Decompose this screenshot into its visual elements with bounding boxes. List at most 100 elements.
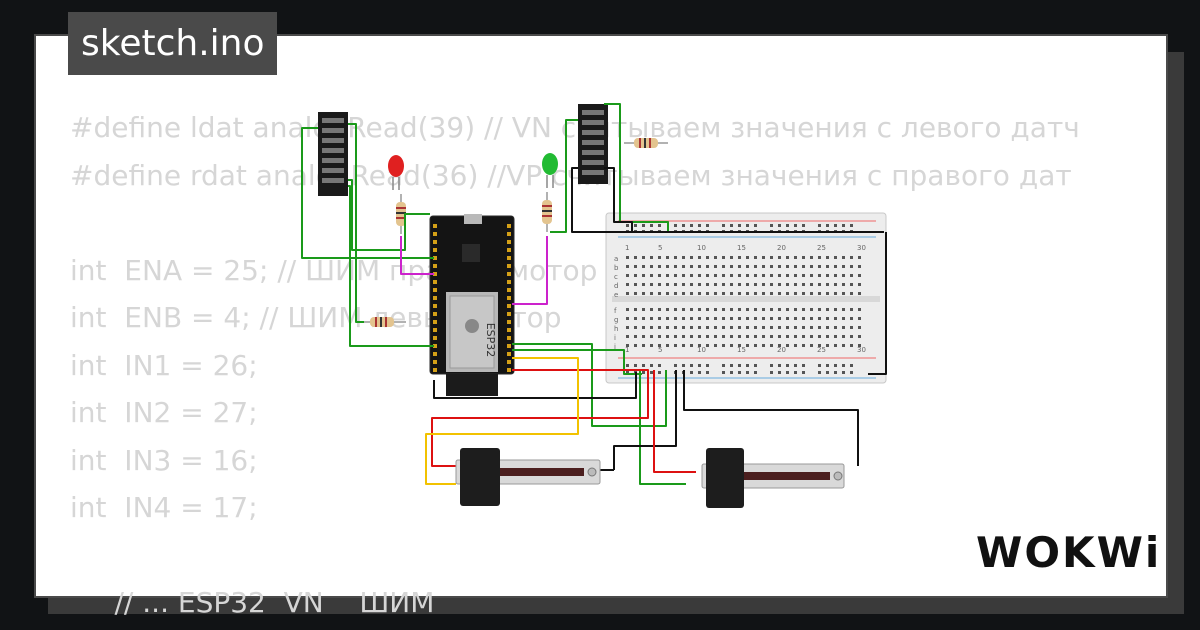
breadboard-hole xyxy=(802,274,805,277)
breadboard-hole xyxy=(658,308,661,311)
breadboard-hole xyxy=(738,274,741,277)
breadboard-hole xyxy=(706,317,709,320)
rail-hole xyxy=(690,371,693,374)
breadboard-hole xyxy=(786,292,789,295)
breadboard-hole xyxy=(714,283,717,286)
breadboard-hole xyxy=(626,344,629,347)
breadboard-hole xyxy=(738,344,741,347)
column-number: 20 xyxy=(777,244,786,252)
breadboard-hole xyxy=(690,308,693,311)
breadboard-hole xyxy=(754,292,757,295)
resistor-left[interactable] xyxy=(360,317,406,327)
rail-hole xyxy=(706,224,709,227)
breadboard-hole xyxy=(738,283,741,286)
breadboard-hole xyxy=(858,326,861,329)
breadboard-hole xyxy=(642,335,645,338)
breadboard-hole xyxy=(714,256,717,259)
breadboard-hole xyxy=(850,326,853,329)
slider-knob[interactable] xyxy=(460,448,500,506)
breadboard-hole xyxy=(770,344,773,347)
breadboard-hole xyxy=(666,265,669,268)
breadboard-hole xyxy=(730,335,733,338)
slider-knob[interactable] xyxy=(706,448,744,508)
ir-sensor-right[interactable] xyxy=(578,104,608,184)
breadboard-hole xyxy=(810,317,813,320)
rail-hole xyxy=(802,224,805,227)
breadboard-hole xyxy=(642,283,645,286)
slide-potentiometer-left[interactable] xyxy=(455,448,601,506)
breadboard-hole xyxy=(674,292,677,295)
breadboard-hole xyxy=(698,344,701,347)
rail-hole xyxy=(658,371,661,374)
breadboard-hole xyxy=(738,292,741,295)
breadboard-hole xyxy=(810,326,813,329)
rail-hole xyxy=(778,371,781,374)
breadboard-hole xyxy=(714,292,717,295)
breadboard-hole xyxy=(794,265,797,268)
breadboard-hole xyxy=(738,335,741,338)
breadboard-hole xyxy=(682,283,685,286)
breadboard-hole xyxy=(674,256,677,259)
header-pin xyxy=(433,312,437,316)
breadboard-hole xyxy=(858,317,861,320)
rail-hole xyxy=(842,371,845,374)
resistor-right-sensor[interactable] xyxy=(624,138,668,148)
rail-hole xyxy=(730,364,733,367)
breadboard-hole xyxy=(666,274,669,277)
rail-hole xyxy=(722,364,725,367)
breadboard-hole xyxy=(626,292,629,295)
breadboard-hole xyxy=(658,326,661,329)
slide-potentiometer-right[interactable] xyxy=(701,448,845,508)
breadboard-hole xyxy=(778,265,781,268)
led-red[interactable] xyxy=(388,155,404,190)
breadboard-hole xyxy=(794,308,797,311)
breadboard-hole xyxy=(762,256,765,259)
breadboard-hole xyxy=(826,308,829,311)
breadboard-hole xyxy=(658,283,661,286)
breadboard-hole xyxy=(642,317,645,320)
breadboard-hole xyxy=(850,308,853,311)
ir-sensor-left[interactable] xyxy=(318,112,348,196)
usb-port-icon xyxy=(464,214,482,224)
breadboard-hole xyxy=(762,317,765,320)
rail-hole xyxy=(738,371,741,374)
breadboard-hole xyxy=(778,335,781,338)
rail-hole xyxy=(650,371,653,374)
breadboard-hole xyxy=(746,344,749,347)
led-green[interactable] xyxy=(542,153,558,188)
breadboard-hole xyxy=(818,274,821,277)
resistor-red-led[interactable] xyxy=(396,194,406,234)
breadboard-hole xyxy=(690,335,693,338)
wires xyxy=(301,103,887,485)
header-pin xyxy=(507,224,511,228)
breadboard-hole xyxy=(658,344,661,347)
breadboard-hole xyxy=(762,274,765,277)
breadboard-hole xyxy=(850,317,853,320)
column-number: 10 xyxy=(697,346,706,354)
breadboard-hole xyxy=(810,274,813,277)
header-pin xyxy=(433,344,437,348)
rail-hole xyxy=(802,371,805,374)
breadboard-hole xyxy=(698,274,701,277)
breadboard-hole xyxy=(746,335,749,338)
esp32-board[interactable]: ESP32 xyxy=(429,214,515,396)
breadboard-hole xyxy=(850,283,853,286)
breadboard-hole xyxy=(674,335,677,338)
breadboard-hole xyxy=(858,274,861,277)
breadboard-hole xyxy=(650,265,653,268)
breadboard-hole xyxy=(826,317,829,320)
breadboard-hole xyxy=(714,308,717,311)
breadboard-hole xyxy=(786,326,789,329)
breadboard-hole xyxy=(746,274,749,277)
breadboard-hole xyxy=(698,326,701,329)
breadboard-hole xyxy=(634,326,637,329)
header-pin xyxy=(507,304,511,308)
resistor-green-led[interactable] xyxy=(542,192,552,232)
breadboard-hole xyxy=(778,326,781,329)
rail-hole xyxy=(850,224,853,227)
breadboard-hole xyxy=(650,326,653,329)
breadboard-hole xyxy=(778,308,781,311)
breadboard-hole xyxy=(834,265,837,268)
breadboard-hole xyxy=(810,344,813,347)
antenna-area xyxy=(446,374,498,396)
